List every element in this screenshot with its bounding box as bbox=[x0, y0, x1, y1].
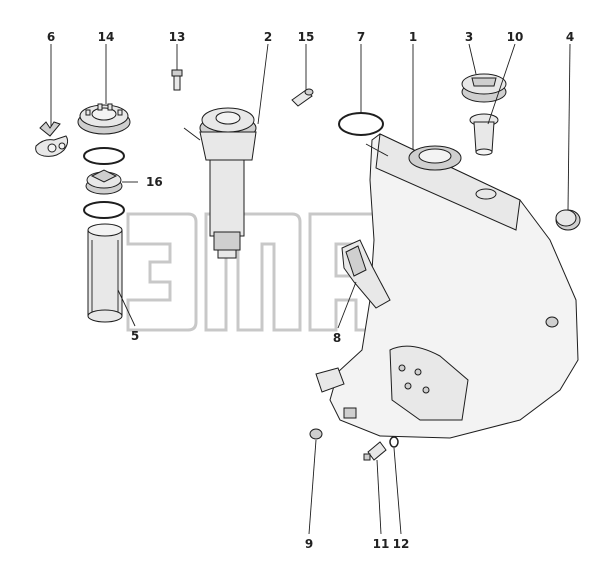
callout-10: 10 bbox=[507, 30, 524, 44]
callout-6: 6 bbox=[47, 30, 55, 44]
o-ring-upper bbox=[83, 147, 125, 165]
part-3-filler-cap bbox=[461, 73, 507, 103]
callout-12: 12 bbox=[393, 537, 410, 551]
part-15-fitting bbox=[291, 88, 314, 107]
callout-5: 5 bbox=[131, 329, 139, 343]
part-6-clip bbox=[35, 121, 69, 157]
part-13-bolt bbox=[171, 69, 183, 91]
part-5-filter bbox=[87, 223, 123, 323]
leader-lines bbox=[50, 43, 571, 535]
part-11-sensor bbox=[363, 441, 387, 461]
part-12-washer bbox=[389, 436, 399, 448]
callout-3: 3 bbox=[465, 30, 473, 44]
callout-1: 1 bbox=[409, 30, 417, 44]
callout-13: 13 bbox=[169, 30, 186, 44]
o-ring-lower bbox=[83, 201, 125, 219]
part-9-plug bbox=[309, 428, 323, 440]
part-16-cap bbox=[85, 169, 123, 195]
part-4-plug bbox=[555, 209, 581, 231]
callout-labels: 6 14 13 2 15 7 1 3 10 4 16 5 8 9 11 12 bbox=[47, 30, 574, 551]
part-10-strainer bbox=[469, 113, 499, 156]
part-1-fuel-tank bbox=[315, 133, 579, 439]
callout-16: 16 bbox=[146, 175, 163, 189]
callout-9: 9 bbox=[305, 537, 313, 551]
part-8-bracket bbox=[341, 239, 391, 309]
callout-7: 7 bbox=[357, 30, 365, 44]
callout-15: 15 bbox=[298, 30, 315, 44]
part-7-seal-ring bbox=[338, 112, 384, 136]
part-2-pump-assembly bbox=[183, 107, 257, 259]
callout-4: 4 bbox=[566, 30, 574, 44]
callout-2: 2 bbox=[264, 30, 272, 44]
callout-8: 8 bbox=[333, 331, 341, 345]
callout-11: 11 bbox=[373, 537, 390, 551]
callout-14: 14 bbox=[98, 30, 115, 44]
part-14-flange bbox=[77, 103, 131, 135]
